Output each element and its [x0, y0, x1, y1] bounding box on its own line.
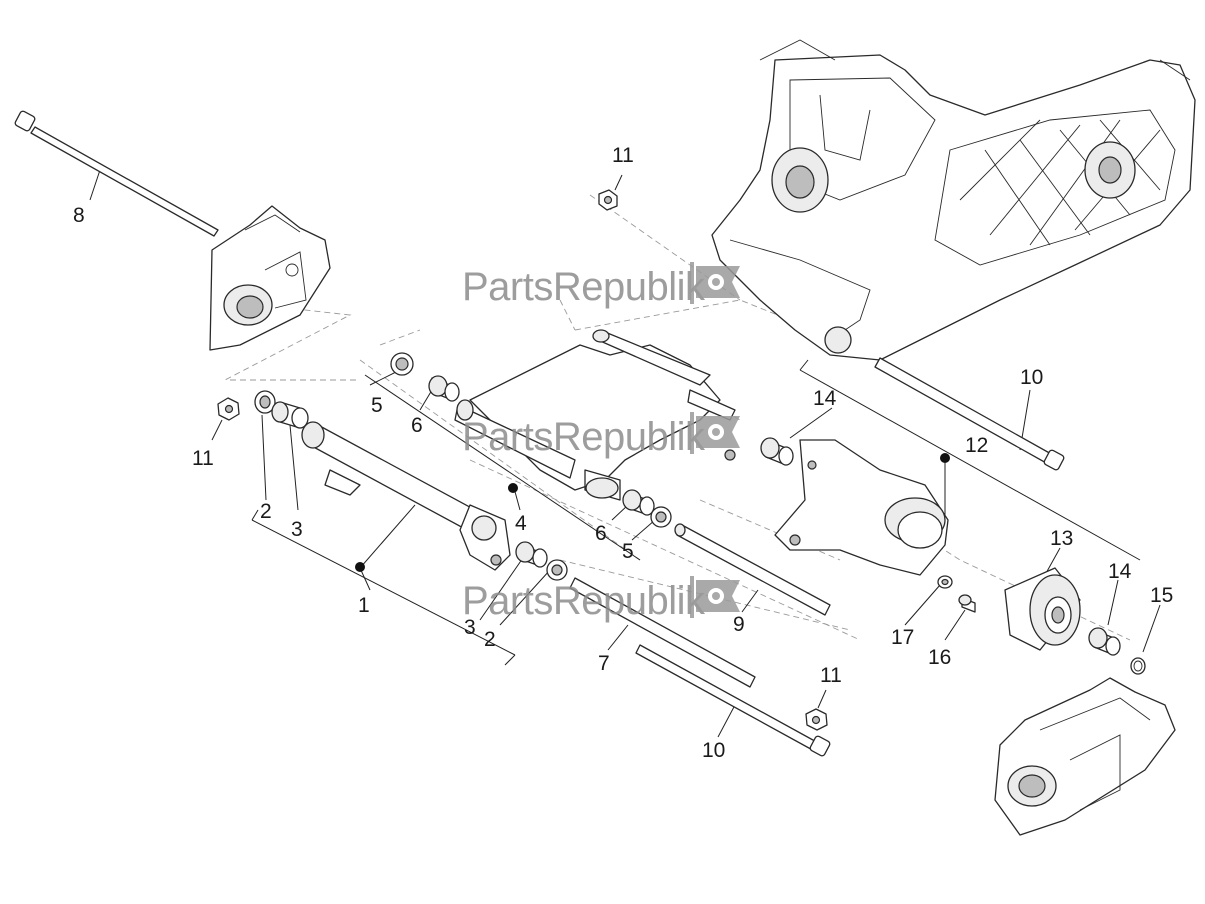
part-14-bushing-lower: [1088, 627, 1121, 656]
part-4-swingarm-link: [454, 329, 736, 501]
part-5-bushing-upper: [390, 352, 414, 376]
callout-8: 8: [73, 204, 85, 227]
callout-14: 14: [1108, 560, 1132, 583]
callout-3: 3: [291, 518, 303, 541]
gear-flag-icon: [690, 412, 740, 454]
callout-10: 10: [702, 739, 725, 762]
part-7-rod: [569, 577, 756, 688]
part-5-bushing-lower: [650, 506, 672, 528]
callout-16: 16: [928, 646, 951, 669]
part-1-swingarm-pin: [301, 421, 511, 571]
callout-14: 14: [813, 387, 837, 410]
right-cover-plate: [994, 677, 1176, 836]
callout-2: 2: [260, 500, 272, 523]
part-8-long-bolt: [14, 110, 219, 237]
callout-6: 6: [411, 414, 423, 437]
part-6-bearing-lower: [622, 489, 655, 516]
callout-9: 9: [733, 613, 745, 636]
watermark-text: PartsRepublik: [462, 415, 706, 459]
gear-flag-icon: [690, 262, 740, 304]
watermark-text: PartsRepublik: [462, 579, 706, 623]
part-16-screw: [958, 594, 976, 613]
assembly-dot: [940, 453, 950, 463]
callout-2: 2: [484, 628, 496, 651]
assembly-dot: [508, 483, 518, 493]
part-3-bearing-left: [271, 401, 309, 429]
callout-5: 5: [371, 394, 383, 417]
watermark-text: PartsRepublik: [462, 265, 706, 309]
callout-15: 15: [1150, 584, 1173, 607]
callout-11: 11: [612, 144, 634, 167]
part-2-bushing-lower: [546, 559, 568, 581]
callout-11: 11: [820, 664, 842, 687]
watermark-middle: PartsRepublik: [462, 412, 740, 459]
watermark-top: PartsRepublik: [462, 262, 740, 309]
callout-3: 3: [464, 616, 476, 639]
engine-crankcase: [711, 39, 1196, 361]
gear-flag-icon: [690, 576, 740, 618]
assembly-dot: [355, 562, 365, 572]
callout-12: 12: [965, 434, 988, 457]
callout-11: 11: [192, 447, 214, 470]
callout-labels: 1 2 2 3 3 4 5 5 6 6 7 8 9 10 10 11 11 11…: [73, 144, 1173, 762]
part-3-bearing-lower: [515, 541, 548, 568]
watermark-bottom: PartsRepublik: [462, 576, 740, 623]
callout-5: 5: [622, 540, 634, 563]
assembly-markers: [355, 453, 950, 572]
part-15-circlip: [1130, 657, 1146, 675]
callout-10: 10: [1020, 366, 1043, 389]
part-11-nut-bottom: [805, 708, 828, 731]
part-13-silentblock: [1004, 567, 1081, 651]
part-10-bolt-bottom: [635, 644, 831, 757]
part-11-nut-left: [217, 397, 240, 421]
callout-4: 4: [515, 512, 527, 535]
part-12-mount-bracket: [774, 439, 949, 576]
callout-7: 7: [598, 652, 610, 675]
callout-17: 17: [891, 626, 914, 649]
part-10-bolt-right: [874, 357, 1065, 471]
callout-6: 6: [595, 522, 607, 545]
part-6-bearing-upper: [428, 375, 460, 402]
part-14-bushing-upper: [760, 437, 794, 466]
callout-13: 13: [1050, 527, 1073, 550]
part-11-nut-top: [598, 189, 618, 211]
part-2-bushing-left: [254, 390, 276, 414]
part-9-rod: [674, 523, 831, 616]
part-17-washer: [937, 575, 953, 589]
callout-1: 1: [358, 594, 370, 617]
left-cover-plate: [209, 205, 331, 351]
